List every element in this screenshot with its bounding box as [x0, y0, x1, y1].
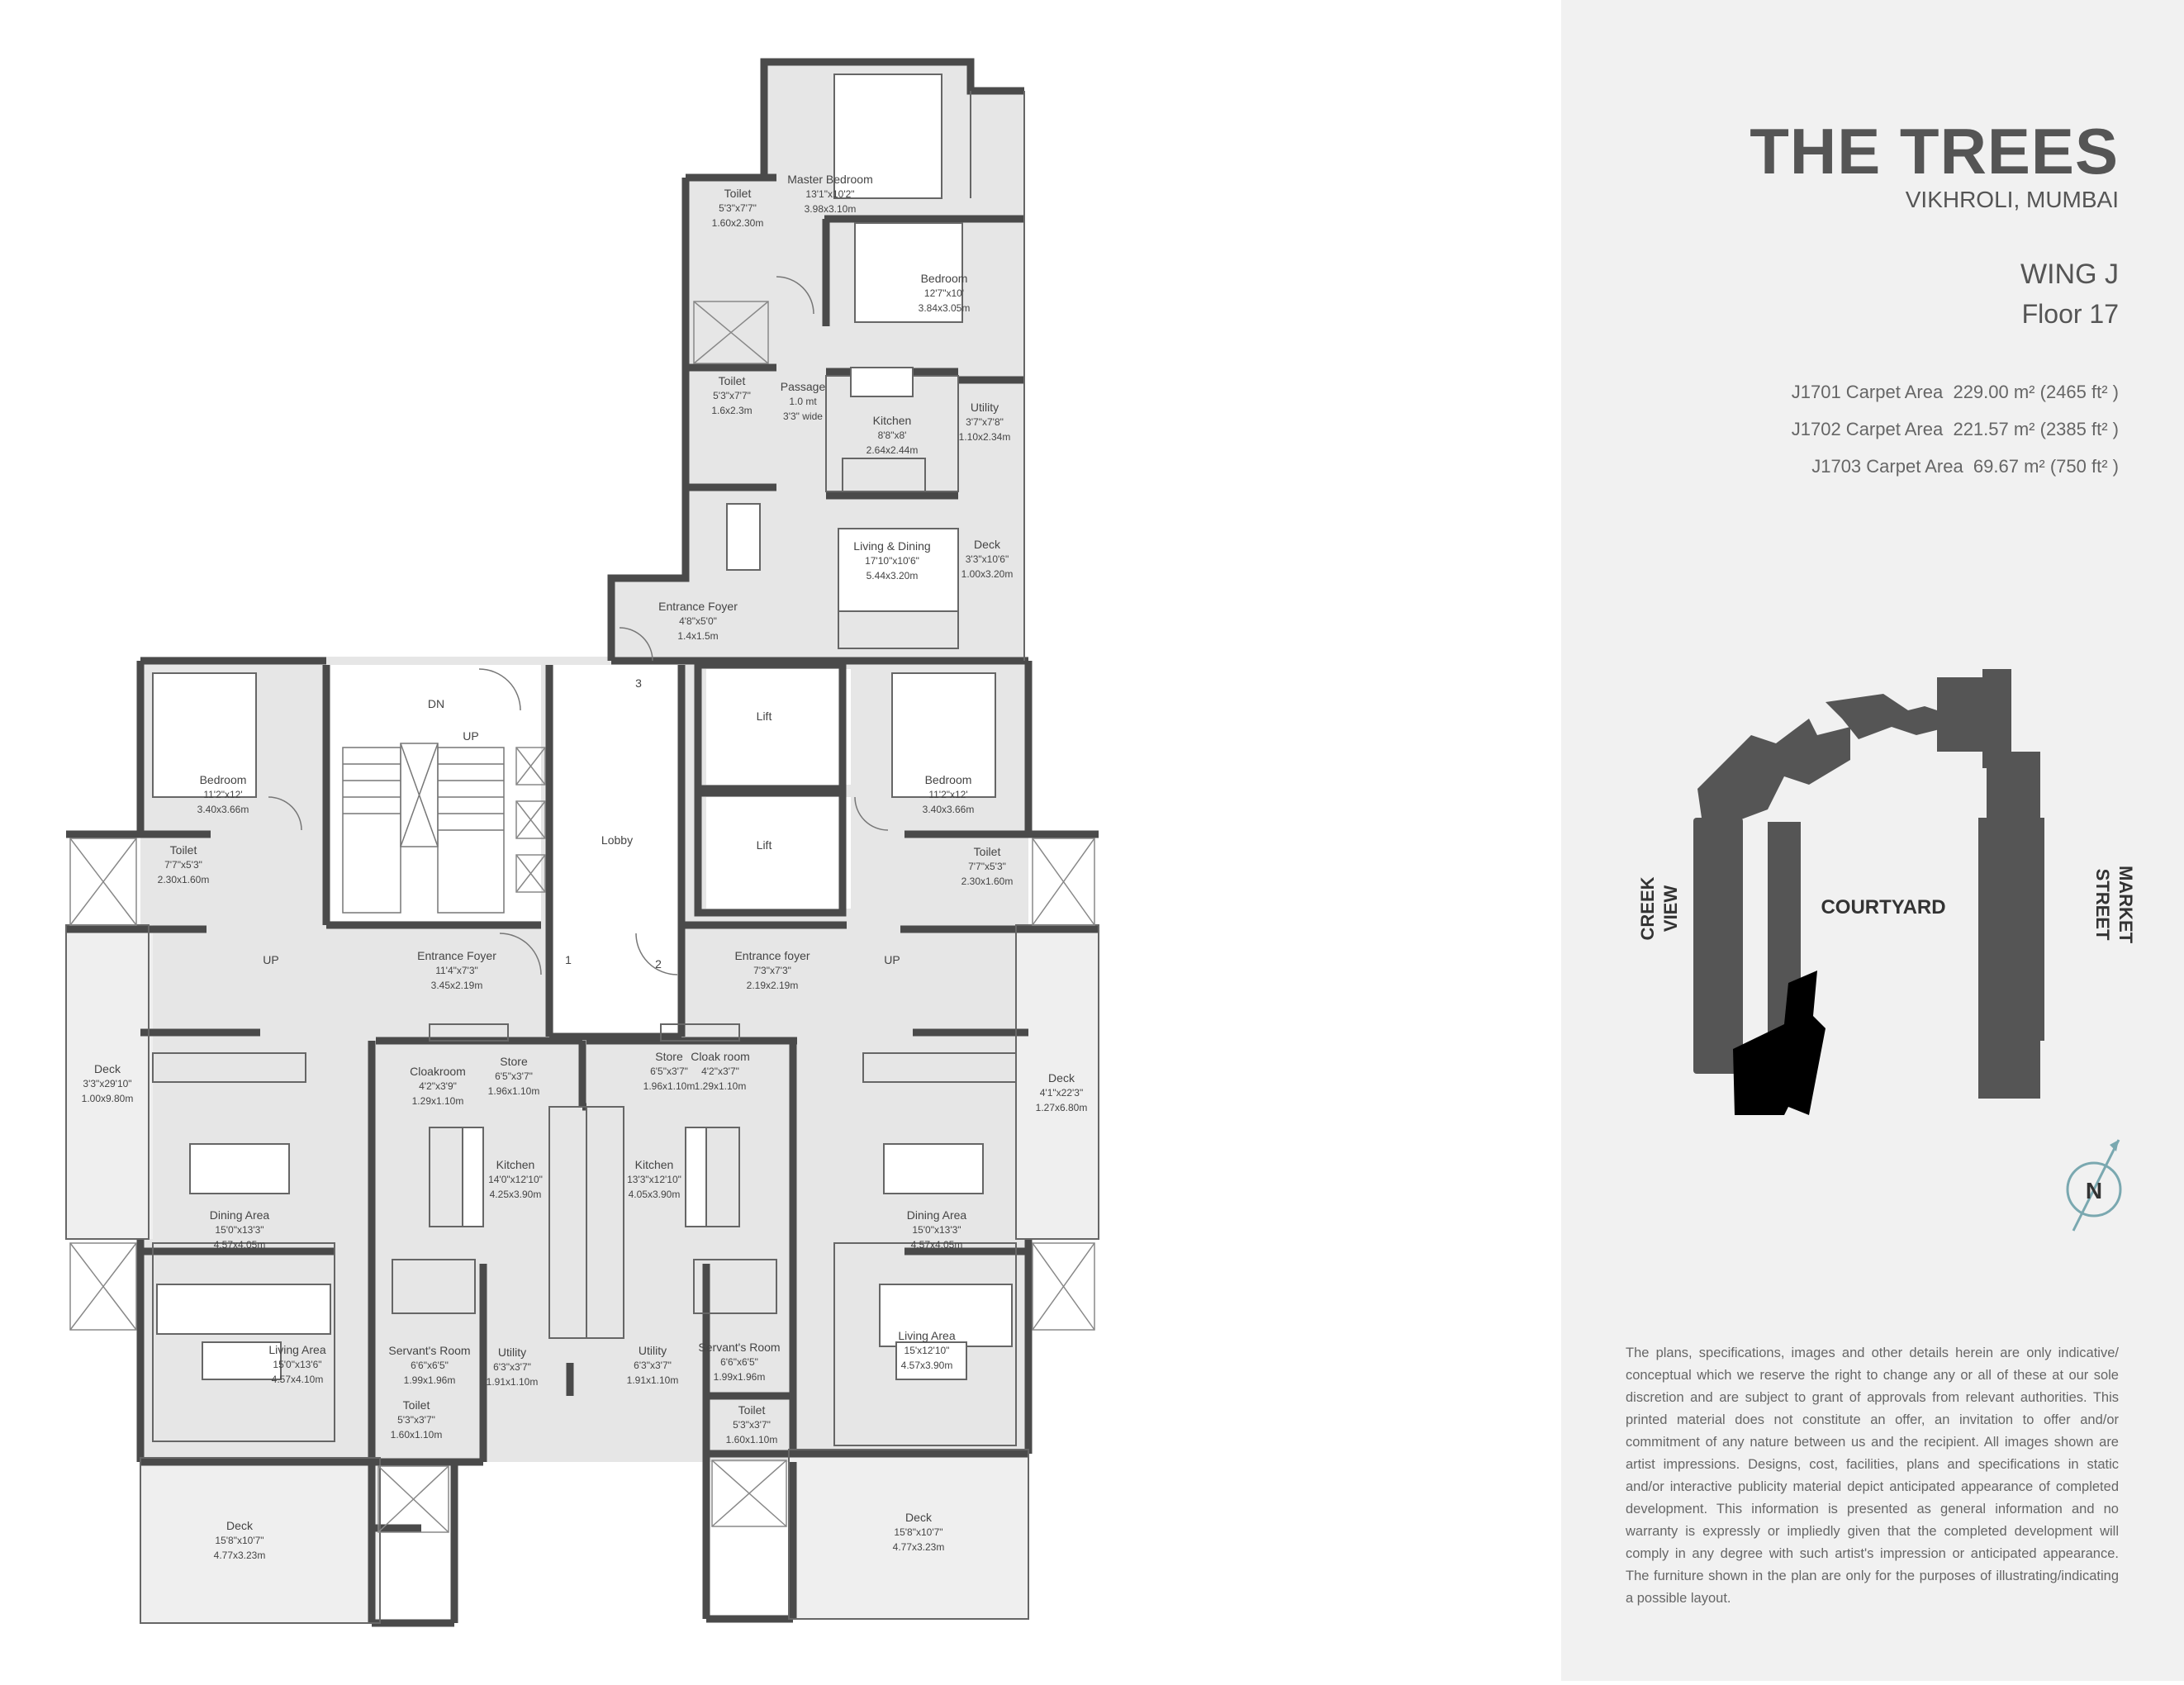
room-deck-bottom-left: Deck 15'8"x10'7" 4.77x3.23m [213, 1519, 266, 1561]
room-bedroom-right: Bedroom 11'2"x12' 3.40x3.66m [922, 773, 975, 815]
area-value: 69.67 m² (750 ft² ) [1973, 456, 2119, 477]
stair-up-marker: UP [463, 729, 479, 743]
room-entrance-foyer-left: Entrance Foyer 11'4"x7'3" 3.45x2.19m [417, 949, 496, 991]
room-store-left: Store 6'5"x3'7" 1.96x1.10m [487, 1055, 540, 1097]
room-toilet-left: Toilet 7'7"x5'3" 2.30x1.60m [157, 843, 210, 885]
room-kitchen-right: Kitchen 13'3"x12'10" 4.05x3.90m [627, 1158, 681, 1200]
room-dining-left: Dining Area 15'0"x13'3" 4.57x4.05m [209, 1208, 270, 1251]
room-entrance-foyer-right: Entrance foyer 7'3"x7'3" 2.19x2.19m [734, 949, 810, 991]
project-title: THE TREES [1750, 115, 2119, 187]
entry-marker-1: 1 [565, 953, 572, 966]
room-entrance-foyer-top: Entrance Foyer 4'8"x5'0" 1.4x1.5m [658, 600, 738, 642]
wing-label: WING J [2020, 259, 2119, 290]
stairs [342, 743, 505, 914]
area-j1703: J1703 Carpet Area 69.67 m² (750 ft² ) [1811, 456, 2119, 477]
room-store-right: Store 6'5"x3'7" 1.96x1.10m [643, 1050, 696, 1092]
area-j1702: J1702 Carpet Area 221.57 m² (2385 ft² ) [1792, 419, 2119, 440]
room-toilet-servant-left: Toilet 5'3"x3'7" 1.60x1.10m [390, 1398, 443, 1441]
room-utility-top: Utility 3'7"x7'8" 1.10x2.34m [958, 401, 1011, 443]
room-toilet-mid: Toilet 5'3"x7'7" 1.6x2.3m [711, 374, 753, 416]
room-utility-right: Utility 6'3"x3'7" 1.91x1.10m [626, 1344, 679, 1386]
area-value: 221.57 m² (2385 ft² ) [1953, 419, 2119, 439]
room-master-bedroom: Master Bedroom 13'1"x10'2" 3.98x3.10m [787, 173, 873, 215]
street-label: STREET [2092, 869, 2113, 941]
compass-icon: N [2066, 1139, 2122, 1232]
shafts [69, 301, 1095, 1533]
key-plan: COURTYARD CREEK VIEW MARKET STREET N [1637, 669, 2136, 1232]
room-living-left: Living Area 15'0"x13'6" 4.57x4.10m [268, 1343, 326, 1385]
room-bedroom-top: Bedroom 12'7"x10' 3.84x3.05m [918, 272, 971, 314]
stair-down-marker: DN [427, 697, 445, 710]
room-dining-right: Dining Area 15'0"x13'3" 4.57x4.05m [906, 1208, 967, 1251]
disclaimer: The plans, specifications, images and ot… [1626, 1346, 2119, 1606]
room-deck-left: Deck 3'3"x29'10" 1.00x9.80m [81, 1062, 134, 1104]
room-passage: Passage 1.0 mt 3'3" wide [780, 380, 826, 422]
floor-plan-drawing [65, 58, 1099, 1627]
room-cloakroom-right: Cloak room 4'2"x3'7" 1.29x1.10m [691, 1050, 750, 1092]
furniture [152, 74, 1013, 1380]
room-living-right: Living Area 15'x12'10" 4.57x3.90m [898, 1329, 956, 1371]
doors [268, 276, 889, 975]
stair-up-left-marker: UP [263, 953, 279, 966]
area-unit: J1702 Carpet Area [1791, 419, 1944, 439]
room-kitchen-left: Kitchen 14'0"x12'10" 4.25x3.90m [488, 1158, 543, 1200]
room-lobby: Lobby [601, 833, 634, 847]
info-panel: THE TREES VIKHROLI, MUMBAI WING J Floor … [1561, 0, 2184, 1681]
key-plan-right-label: MARKET STREET [2092, 866, 2136, 944]
walls [66, 58, 1099, 1627]
view-label: VIEW [1660, 885, 1681, 932]
key-plan-buildings [1693, 669, 2044, 1099]
room-toilet-right: Toilet 7'7"x5'3" 2.30x1.60m [961, 845, 1014, 887]
market-label: MARKET [2115, 866, 2136, 944]
room-living-dining-top: Living & Dining 17'10"x10'6" 5.44x3.20m [853, 539, 931, 581]
area-j1701: J1701 Carpet Area 229.00 m² (2465 ft² ) [1792, 382, 2119, 403]
entry-marker-2: 2 [655, 957, 662, 971]
room-deck-bottom-right: Deck 15'8"x10'7" 4.77x3.23m [892, 1511, 945, 1553]
room-servant-left: Servant's Room 6'6"x6'5" 1.99x1.96m [388, 1344, 471, 1386]
room-kitchen-top: Kitchen 8'8"x8' 2.64x2.44m [866, 414, 919, 456]
room-deck-top: Deck 3'3"x10'6" 1.00x3.20m [961, 538, 1014, 580]
entry-marker-3: 3 [635, 676, 642, 690]
compass-north: N [2086, 1178, 2102, 1203]
room-toilet-servant-right: Toilet 5'3"x3'7" 1.60x1.10m [725, 1403, 778, 1445]
room-bedroom-left: Bedroom 11'2"x12' 3.40x3.66m [197, 773, 249, 815]
room-toilet-top: Toilet 5'3"x7'7" 1.60x2.30m [711, 187, 764, 229]
room-servant-right: Servant's Room 6'6"x6'5" 1.99x1.96m [698, 1341, 781, 1383]
key-plan-highlight [1733, 971, 1826, 1115]
area-unit: J1703 Carpet Area [1811, 456, 1963, 477]
creek-label: CREEK [1637, 876, 1658, 940]
room-lift-2: Lift [756, 838, 772, 852]
stair-lobby [326, 665, 851, 1037]
room-deck-right: Deck 4'1"x22'3" 1.27x6.80m [1035, 1071, 1088, 1113]
floor-plan: Master Bedroom 13'1"x10'2" 3.98x3.10m To… [65, 58, 1099, 1627]
room-cloakroom-left: Cloakroom 4'2"x3'9" 1.29x1.10m [410, 1065, 466, 1107]
key-plan-left-label: CREEK VIEW [1637, 876, 1681, 940]
project-location: VIKHROLI, MUMBAI [1905, 187, 2119, 212]
key-plan-courtyard: COURTYARD [1821, 896, 1945, 918]
room-lift-1: Lift [756, 710, 772, 723]
room-utility-left: Utility 6'3"x3'7" 1.91x1.10m [486, 1346, 539, 1388]
floor-label: Floor 17 [2021, 299, 2119, 329]
area-unit: J1701 Carpet Area [1791, 382, 1944, 402]
stair-up-right-marker: UP [884, 953, 900, 966]
area-value: 229.00 m² (2465 ft² ) [1953, 382, 2119, 402]
